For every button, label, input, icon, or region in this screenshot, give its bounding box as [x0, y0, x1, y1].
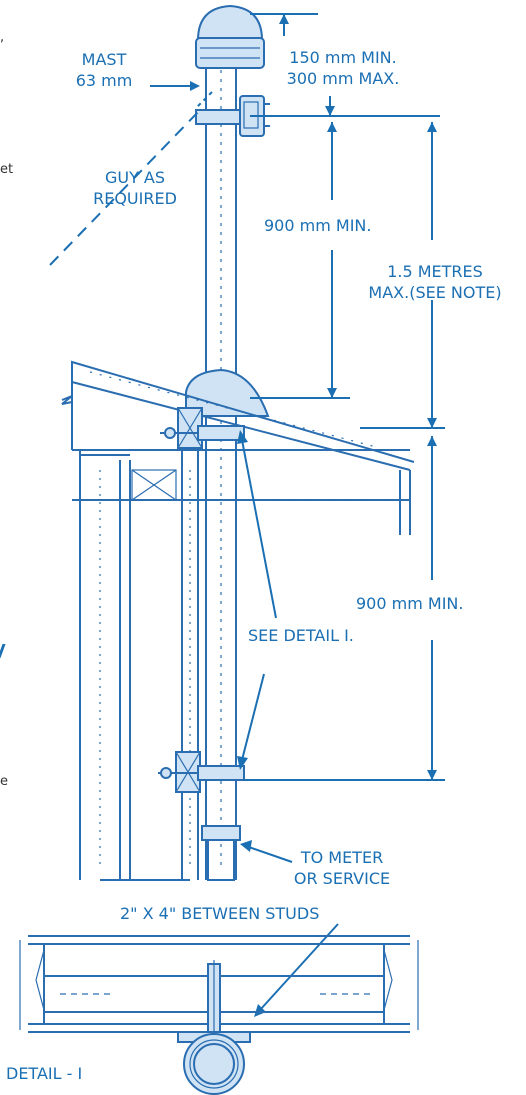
guy-label-line1: GUY AS: [104, 168, 166, 187]
guy-wire: [49, 109, 201, 266]
metres-label-group: 1.5 METRES MAX.(SEE NOTE): [350, 262, 520, 304]
edge-fragment-2: et: [0, 162, 14, 177]
clearance-min-label: 150 mm MIN.: [289, 48, 397, 67]
metres-label-line2: MAX.(SEE NOTE): [368, 282, 502, 302]
meter-label-line1: TO METER: [300, 848, 384, 867]
wall-studs: [79, 450, 199, 881]
metres-label-line1: 1.5 METRES: [387, 262, 483, 281]
mast-label-group: MAST 63 mm: [64, 50, 144, 92]
clearance-label-group: 150 mm MIN. 300 mm MAX.: [268, 48, 418, 90]
clearance-max-label: 300 mm MAX.: [286, 68, 400, 88]
roof-flashing: [185, 368, 270, 417]
detail-label: DETAIL - I: [6, 1064, 83, 1083]
mast-size-label: 63 mm: [75, 70, 133, 90]
see-detail-label: SEE DETAIL I.: [248, 626, 354, 645]
edge-fragment-3: e: [0, 774, 8, 789]
upper-clamp: [160, 407, 245, 449]
meter-label-group: TO METER OR SERVICE: [272, 848, 412, 890]
mast-label: MAST: [81, 50, 127, 69]
detail-drawing: [19, 935, 419, 1095]
meter-label-line2: OR SERVICE: [293, 868, 391, 888]
lower-clamp: [158, 751, 245, 793]
studs-label: 2" X 4" BETWEEN STUDS: [120, 904, 320, 923]
top-clamp: [195, 95, 270, 137]
pointer-arrows: [150, 81, 339, 1017]
guy-label-line2: REQUIRED: [93, 188, 177, 208]
weatherhead: [195, 4, 265, 69]
edge-fragment-1: ,: [0, 30, 5, 45]
mast-pipe: [201, 68, 241, 881]
upper-support-label: 900 mm MIN.: [264, 216, 372, 235]
guy-label-group: GUY AS REQUIRED: [70, 168, 200, 210]
dimension-lines: [244, 13, 445, 781]
lower-support-label: 900 mm MIN.: [356, 594, 464, 613]
